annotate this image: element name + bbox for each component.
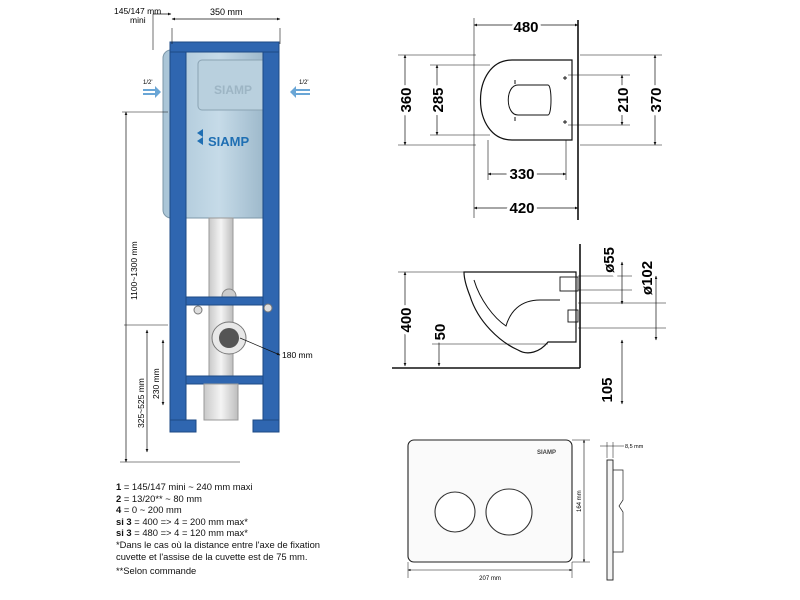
legend-text-4: = 0 ~ 200 mm — [121, 504, 182, 516]
inlet-right-label: 1/2' — [299, 80, 309, 86]
dim-thickness-label: 8,5 mm — [625, 444, 644, 450]
flush-button-large — [485, 488, 533, 536]
bowl-top-outline — [480, 59, 573, 141]
wall-frame-illustration: SIAMP SIAMP 1/2' 1/2' — [114, 6, 313, 463]
flush-plate-view: SIAMP 207 mm 164 mm 8,5 mm — [407, 439, 644, 582]
legend-note-3: **Selon commande — [116, 565, 197, 577]
dim-164-label: 164 mm — [577, 490, 583, 512]
bolt-left — [193, 305, 203, 315]
dim-230-label: 230 mm — [151, 368, 161, 399]
legend-text-si3a: = 400 => 4 = 200 mm max* — [131, 515, 248, 527]
dimension-legend: 1 = 145/147 mini ~ 240 mm maxi 2 = 13/20… — [116, 481, 416, 577]
dim-350-label: 350 mm — [210, 7, 243, 17]
dim-360-text: 360 — [398, 87, 415, 112]
dim-400-label: 400 — [398, 307, 415, 332]
legend-line-5: si 3 = 480 => 4 = 120 mm max* — [116, 527, 416, 539]
legend-text-si3b: = 480 => 4 = 120 mm max* — [131, 527, 248, 539]
pipe-base — [203, 383, 239, 421]
dim-low-height-label: 325~525 mm — [136, 378, 146, 428]
dim-330-label: 330 — [509, 166, 534, 183]
dim-370-label: 370 — [648, 87, 665, 112]
legend-line-4: si 3 = 400 => 4 = 200 mm max* — [116, 516, 416, 528]
bowl-side-view: 400 400 50 50 ø55 ø55 ø102 ø102 105 105 — [392, 244, 666, 406]
legend-line-3: 4 = 0 ~ 200 mm — [116, 504, 416, 516]
dim-370-text: 370 — [648, 87, 665, 112]
dim-420-text: 420 — [509, 200, 534, 217]
dim-d55-text: ø55 — [601, 247, 618, 273]
flush-plate-profile — [606, 459, 614, 581]
dim-105-text: 105 — [599, 377, 616, 402]
frame-low-rail — [185, 375, 264, 385]
dim-420-label: 420 — [509, 200, 534, 217]
legend-text-1: = 145/147 mini ~ 240 mm maxi — [121, 481, 253, 492]
dim-210-label: 210 — [615, 87, 632, 112]
frame-left-foot — [169, 419, 197, 433]
bowl-top-view: 480 480 330 330 420 420 360 360 285 285 … — [395, 16, 668, 220]
dim-330-text: 330 — [509, 166, 534, 183]
dim-mini-label-2: mini — [130, 15, 146, 25]
legend-key-1: 1 — [116, 481, 122, 492]
dim-207-label: 207 mm — [479, 576, 501, 582]
dim-480-label: 480 — [513, 19, 538, 36]
water-inlet-left-icon — [143, 86, 161, 98]
flush-button-small — [434, 491, 476, 533]
flush-plate-profile-mech — [613, 469, 624, 553]
dim-mini-label-1: 145/147 mm — [114, 6, 161, 16]
dim-180-label: 180 mm — [282, 350, 313, 360]
dim-285-label: 285 — [430, 87, 447, 112]
bowl-outlet-low — [567, 309, 579, 323]
dim-480-text: 480 — [513, 19, 538, 36]
legend-line-1: 1 = 145/147 mini ~ 240 mm maxi — [116, 481, 416, 493]
water-inlet-right-icon — [290, 86, 310, 98]
dim-d55-label: ø55 — [601, 247, 618, 273]
bolt-right — [263, 303, 273, 313]
dim-285-text: 285 — [430, 87, 447, 112]
dim-180-line — [239, 337, 281, 356]
dim-d102-text: ø102 — [639, 261, 656, 295]
inlet-left-label: 1/2' — [143, 80, 153, 86]
bowl-side-outline — [463, 271, 577, 354]
siamp-logo-icon — [197, 129, 203, 145]
flush-plate-brand: SIAMP — [537, 450, 556, 456]
bowl-top-inner — [507, 84, 552, 116]
legend-key-4: 4 — [116, 504, 122, 516]
dim-50-label: 50 — [432, 324, 449, 341]
legend-key-si3b: si 3 — [116, 527, 132, 539]
dim-360-label: 360 — [398, 87, 415, 112]
dim-d102-label: ø102 — [639, 261, 656, 295]
frame-right-foot — [252, 419, 280, 433]
legend-note-2: cuvette et l'assise de la cuvette est de… — [116, 550, 308, 562]
legend-note-1: *Dans le cas où la distance entre l'axe … — [116, 538, 320, 550]
frame-mid-rail — [185, 296, 264, 306]
cistern-embossed-brand: SIAMP — [214, 83, 252, 97]
bowl-side-inner — [473, 279, 560, 327]
bowl-outlet — [559, 276, 579, 292]
frame-left-upright — [169, 43, 187, 431]
legend-text-2: = 13/20** ~ 80 mm — [121, 492, 202, 504]
frame-right-upright — [262, 43, 280, 431]
frame-top-rail — [169, 41, 280, 53]
legend-line-2: 2 = 13/20** ~ 80 mm — [116, 493, 416, 505]
legend-key-si3a: si 3 — [116, 515, 132, 527]
legend-key-2: 2 — [116, 492, 122, 504]
cistern-brand-label: SIAMP — [208, 134, 250, 149]
pipe-outlet-inner — [219, 328, 239, 348]
dim-total-height-label: 1100~1300 mm — [129, 241, 139, 300]
dim-210-text: 210 — [615, 87, 632, 112]
dim-400-text: 400 — [398, 307, 415, 332]
dim-105-label: 105 — [599, 377, 616, 402]
dim-50-text: 50 — [432, 324, 449, 341]
